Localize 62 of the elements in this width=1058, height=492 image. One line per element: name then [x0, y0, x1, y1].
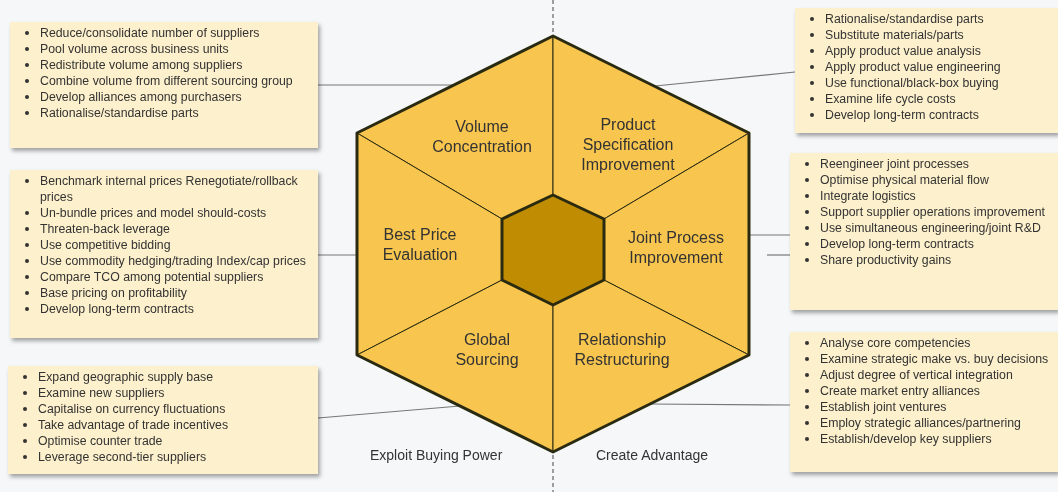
bullet-item: Analyse core competencies	[820, 335, 1052, 351]
leader-line	[317, 84, 455, 86]
note-box	[790, 153, 1058, 310]
note-box	[790, 332, 1058, 472]
leader-line	[766, 254, 791, 256]
leader-line	[748, 234, 791, 236]
bullet-item: Develop long-term contracts	[825, 107, 1052, 123]
bullet-item: Take advantage of trade incentives	[38, 417, 312, 433]
note-box	[8, 366, 318, 474]
note-box	[10, 22, 318, 148]
segment-label: Volume Concentration	[431, 117, 533, 157]
bullet-item: Apply product value analysis	[825, 43, 1052, 59]
leader-line	[317, 405, 461, 419]
side-label: Exploit Buying Power	[370, 447, 503, 463]
bullet-item: Establish joint ventures	[820, 399, 1052, 415]
bullet-item: Optimise physical material flow	[820, 172, 1052, 188]
segment-label: Global Sourcing	[454, 330, 520, 370]
bullet-item: Support supplier operations improvement	[820, 204, 1052, 220]
leader-line	[317, 254, 358, 256]
bullet-item: Develop long-term contracts	[40, 301, 312, 317]
bullet-item: Rationalise/standardise parts	[825, 11, 1052, 27]
bullet-item: Integrate logistics	[820, 188, 1052, 204]
bullet-item: Use functional/black-box buying	[825, 75, 1052, 91]
bullet-item: Pool volume across business units	[40, 41, 312, 57]
bullet-item: Adjust degree of vertical integration	[820, 367, 1052, 383]
bullet-item: Un-bundle prices and model should-costs	[40, 205, 312, 221]
bullet-item: Leverage second-tier suppliers	[38, 449, 312, 465]
segment-label: Best Price Evaluation	[381, 225, 459, 265]
bullet-item: Use commodity hedging/trading Index/cap prices	[40, 253, 312, 269]
bullet-item: Benchmark internal prices Renegotiate/rollback prices	[40, 173, 312, 205]
bullet-item: Examine strategic make vs. buy decisions	[820, 351, 1052, 367]
bullet-item: Threaten-back leverage	[40, 221, 312, 237]
bullet-item: Compare TCO among potential suppliers	[40, 269, 312, 285]
bullet-item: Examine new suppliers	[38, 385, 312, 401]
note-box	[795, 8, 1058, 133]
bullet-item: Substitute materials/parts	[825, 27, 1052, 43]
bullet-item: Establish/develop key suppliers	[820, 431, 1052, 447]
bullet-item: Develop alliances among purchasers	[40, 89, 312, 105]
bullet-item: Share productivity gains	[820, 252, 1052, 268]
bullet-item: Base pricing on profitability	[40, 285, 312, 301]
bullet-item: Redistribute volume among suppliers	[40, 57, 312, 73]
note-box	[10, 170, 318, 338]
segment-label: Relationship Restructuring	[573, 330, 671, 370]
bullet-item: Develop long-term contracts	[820, 236, 1052, 252]
leader-line	[649, 403, 791, 406]
side-label: Create Advantage	[596, 447, 709, 463]
bullet-item: Combine volume from different sourcing group	[40, 73, 312, 89]
segment-label: Joint Process Improvement	[626, 228, 725, 268]
bullet-item: Expand geographic supply base	[38, 369, 312, 385]
bullet-item: Use competitive bidding	[40, 237, 312, 253]
bullet-item: Reengineer joint processes	[820, 156, 1052, 172]
segment-label: Product Specification Improvement	[580, 115, 676, 175]
bullet-item: Create market entry alliances	[820, 383, 1052, 399]
leader-line	[654, 71, 796, 87]
bullet-item: Optimise counter trade	[38, 433, 312, 449]
bullet-item: Reduce/consolidate number of suppliers	[40, 25, 312, 41]
bullet-item: Apply product value engineering	[825, 59, 1052, 75]
bullet-item: Rationalise/standardise parts	[40, 105, 312, 121]
bullet-item: Examine life cycle costs	[825, 91, 1052, 107]
bullet-item: Capitalise on currency fluctuations	[38, 401, 312, 417]
bullet-item: Employ strategic alliances/partnering	[820, 415, 1052, 431]
bullet-item: Use simultaneous engineering/joint R&D	[820, 220, 1052, 236]
